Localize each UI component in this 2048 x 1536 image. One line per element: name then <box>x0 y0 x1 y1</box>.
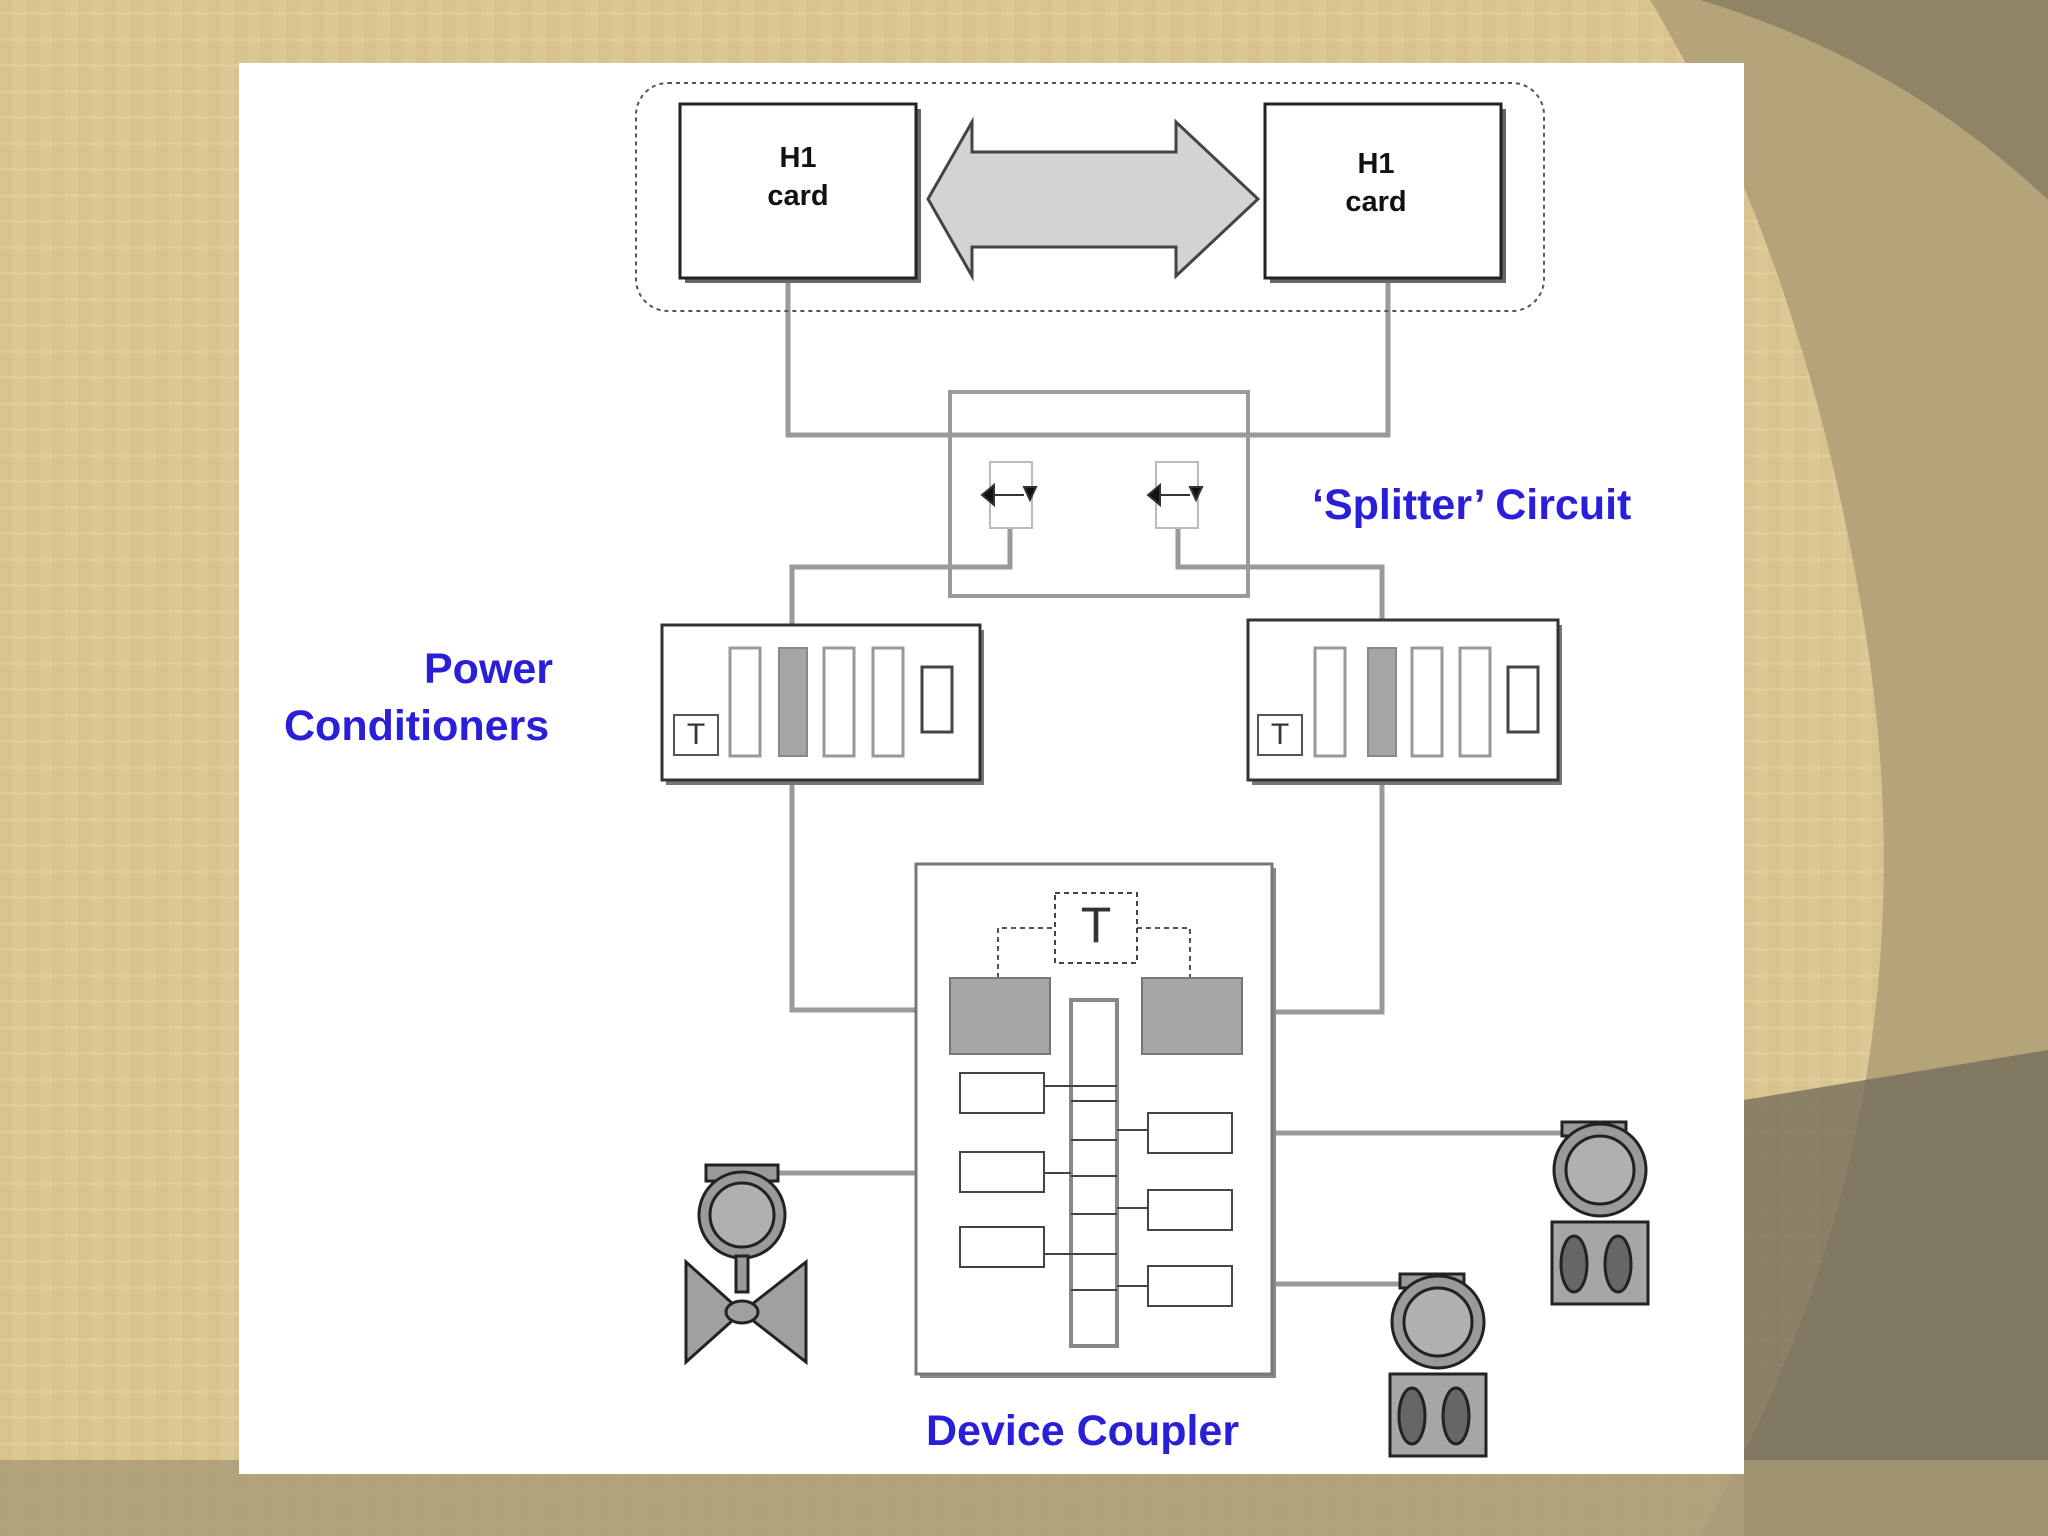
h1-card-right-line2: card <box>1345 185 1407 218</box>
coupler-spur-port-4 <box>1147 1112 1233 1154</box>
pc-right-slot-5 <box>1506 665 1540 734</box>
wire-splitter-to-pc-left <box>789 500 1013 660</box>
h1-card-right-line1: H1 <box>1357 148 1395 180</box>
power-conditioners-label-line2: Conditioners <box>284 702 550 750</box>
wire-pc-right-to-coupler <box>1242 775 1385 1015</box>
redundancy-double-arrow <box>926 116 1261 282</box>
pc-left-slot-4 <box>871 646 905 758</box>
splitter-circuit-label: ‘Splitter’ Circuit <box>1312 481 1632 529</box>
h1-card-right <box>1263 102 1503 280</box>
pc-right-terminator-label: T <box>1270 718 1290 751</box>
h1-card-left-label: H1 card <box>680 140 916 215</box>
wire-splitter-to-pc-right <box>1175 500 1385 655</box>
splitter-circuit-box <box>948 390 1250 598</box>
coupler-spur-port-3 <box>959 1226 1045 1268</box>
transmitter-lower-icon <box>1388 1272 1488 1458</box>
pc-left-terminator-label: T <box>686 718 706 751</box>
pc-right-slot-1 <box>1313 646 1347 758</box>
splitter-diode-left <box>980 461 1038 529</box>
h1-card-left-line2: card <box>767 179 829 212</box>
h1-card-left <box>678 102 918 280</box>
pc-right-terminator-box <box>1257 714 1303 756</box>
coupler-terminator-box <box>1054 892 1138 964</box>
coupler-module-left <box>949 977 1051 1055</box>
coupler-terminator-label: T <box>1080 897 1112 953</box>
pc-right-slot-3 <box>1410 646 1444 758</box>
coupler-spur-port-5 <box>1147 1189 1233 1231</box>
coupler-module-right <box>1141 977 1243 1055</box>
pc-left-slot-1 <box>728 646 762 758</box>
pc-right-slot-4 <box>1458 646 1492 758</box>
pc-left-terminator-box <box>673 714 719 756</box>
device-coupler-label: Device Coupler <box>926 1407 1240 1455</box>
pc-right-slot-2-active <box>1367 647 1397 757</box>
control-valve-icon <box>684 1163 808 1366</box>
coupler-spur-port-6 <box>1147 1265 1233 1307</box>
wire-pc-left-to-coupler <box>789 780 950 1013</box>
coupler-spur-port-1 <box>959 1072 1045 1114</box>
splitter-diode-right <box>1146 461 1204 529</box>
transmitter-upper-icon <box>1550 1120 1650 1306</box>
power-conditioners-label-line1: Power <box>424 645 554 693</box>
coupler-spur-port-2 <box>959 1151 1045 1193</box>
h1-card-group-boundary <box>635 82 1545 312</box>
h1-card-left-line1: H1 <box>779 142 817 174</box>
wire-h1-left-to-splitter <box>785 280 1391 438</box>
pc-left-slot-5 <box>920 665 954 734</box>
coupler-trunk-bus <box>1069 998 1119 1348</box>
pc-left-slot-2-active <box>778 647 808 757</box>
h1-card-right-label: H1 card <box>1258 146 1494 221</box>
pc-left-slot-3 <box>822 646 856 758</box>
